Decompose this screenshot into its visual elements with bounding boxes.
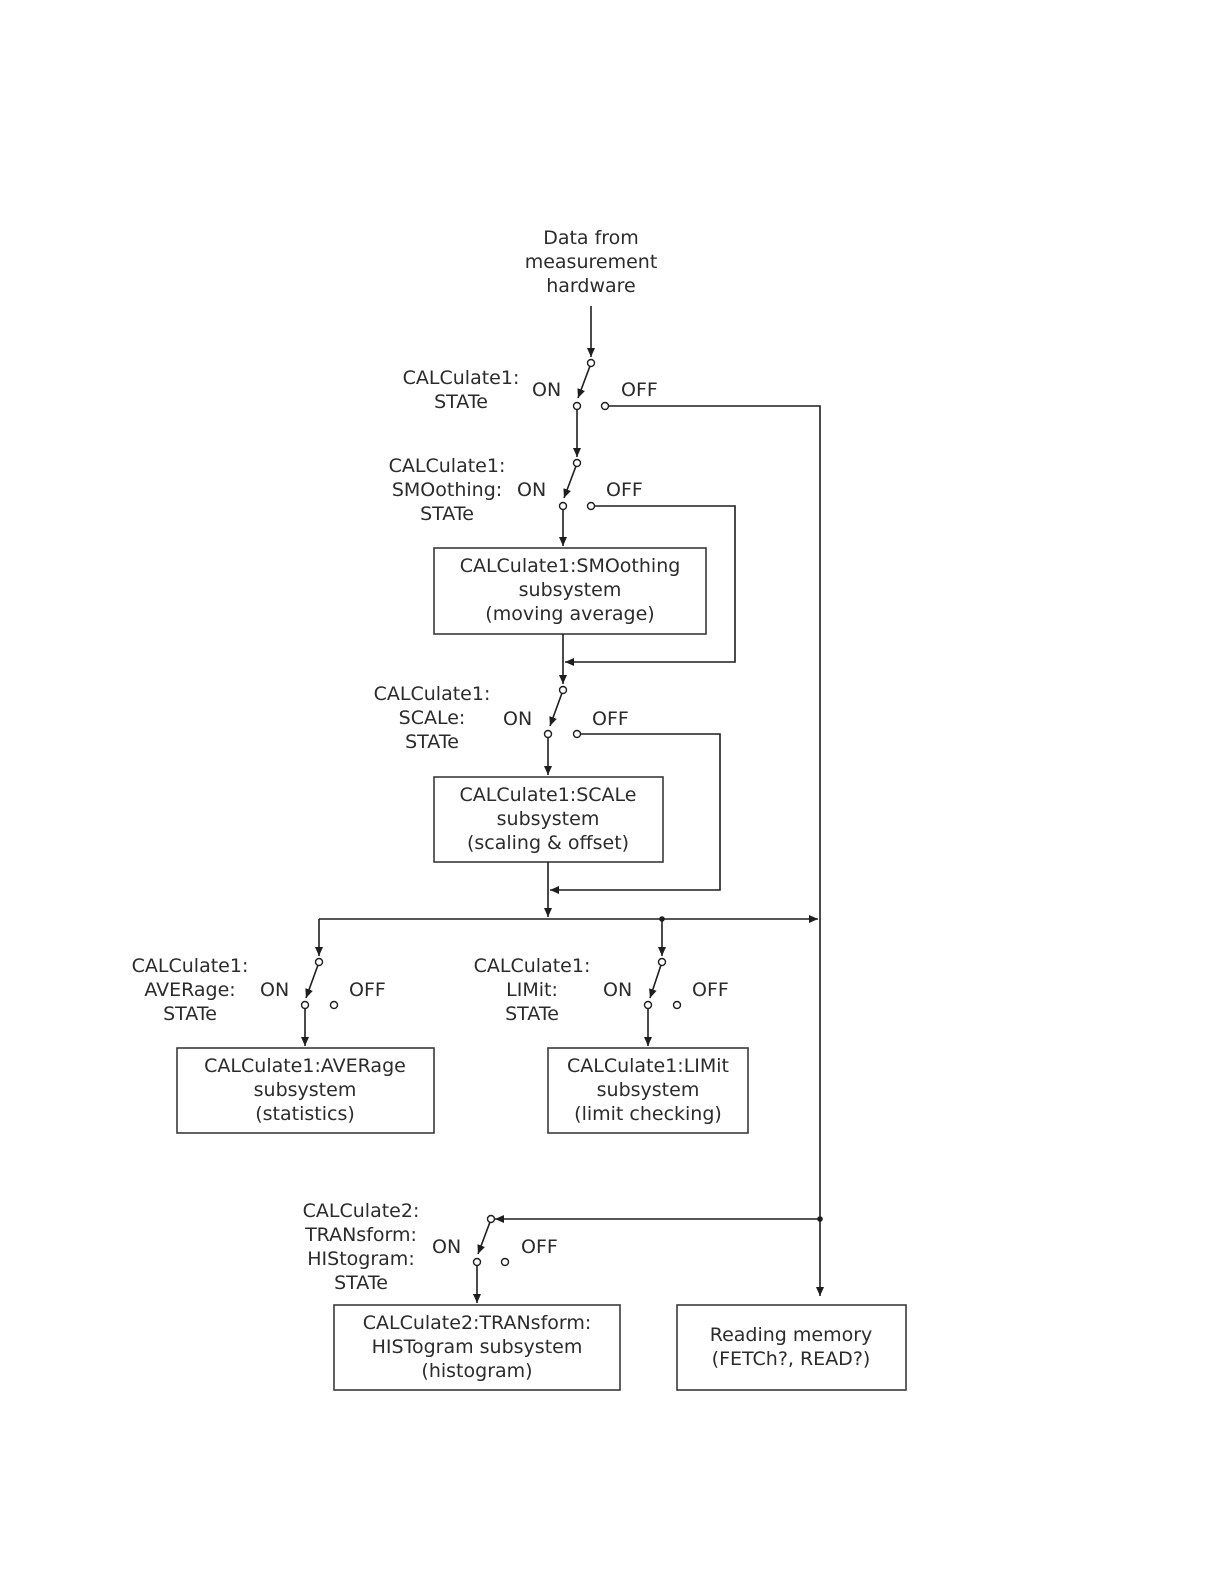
switch-off-terminal	[500, 1257, 510, 1267]
switch-label-line-1: CALCulate1:	[374, 683, 491, 705]
box-line-2: HISTogram subsystem	[372, 1336, 583, 1358]
scale-bypass-line	[550, 733, 721, 894]
switch-label-line-1: CALCulate1:	[403, 367, 520, 389]
off-label: OFF	[621, 379, 658, 401]
switch-label-line-1: CALCulate1:	[389, 455, 506, 477]
switch-label-line-1: CALCulate1:	[474, 955, 591, 977]
box-line-2: subsystem	[519, 579, 622, 601]
switch-label-line-2: SCALe:	[399, 707, 466, 729]
box-outline	[433, 776, 664, 863]
box-line-1: CALCulate1:LIMit	[567, 1055, 729, 1077]
average-subsystem-box: CALCulate1:AVERage subsystem (statistics…	[176, 1047, 435, 1134]
switch-off-terminal	[600, 401, 610, 411]
switch-off-terminal	[572, 729, 582, 739]
switch-off-terminal	[329, 1000, 339, 1010]
reading-memory-box: Reading memory (FETCh?, READ?)	[676, 1304, 907, 1391]
switch-input-terminal	[558, 685, 568, 695]
switch-scale-state: CALCulate1: SCALe: STATe ON OFF	[374, 683, 629, 753]
box-line-1: CALCulate1:SMOothing	[460, 555, 681, 577]
switch-on-terminal	[558, 501, 568, 511]
source-label: Data from measurement hardware	[525, 227, 658, 297]
box-line-1: CALCulate1:AVERage	[204, 1055, 406, 1077]
histogram-subsystem-box: CALCulate2:TRANsform: HISTogram subsyste…	[333, 1304, 621, 1391]
scale-subsystem-box: CALCulate1:SCALe subsystem (scaling & of…	[433, 776, 664, 863]
box-line-2: subsystem	[597, 1079, 700, 1101]
off-label: OFF	[521, 1236, 558, 1258]
box-outline	[676, 1304, 907, 1391]
switch-off-terminal	[672, 1000, 682, 1010]
box-line-2: subsystem	[254, 1079, 357, 1101]
switch-label-line-3: STATe	[163, 1003, 217, 1025]
switch-on-terminal	[643, 1000, 653, 1010]
switch-input-terminal	[572, 458, 582, 468]
box-line-1: Reading memory	[710, 1324, 873, 1346]
switch-label-line-3: STATe	[405, 731, 459, 753]
switch-label-line-2: SMOothing:	[392, 479, 502, 501]
switch-blade	[305, 964, 319, 999]
switch-smoothing-state: CALCulate1: SMOothing: STATe ON OFF	[389, 410, 643, 525]
switch-blade	[477, 1221, 491, 1255]
switch-on-terminal	[300, 1000, 310, 1010]
box-line-2: (FETCh?, READ?)	[712, 1348, 871, 1370]
on-label: ON	[432, 1236, 461, 1258]
switch-off-terminal	[586, 501, 596, 511]
switch-label-line-3: STATe	[420, 503, 474, 525]
box-line-1: CALCulate1:SCALe	[460, 784, 637, 806]
switch-label-line-2: LIMit:	[506, 979, 558, 1001]
on-label: ON	[532, 379, 561, 401]
switch-blade	[649, 964, 662, 999]
switch-average-state: CALCulate1: AVERage: STATe ON OFF	[132, 955, 386, 1025]
switch-label-line-3: STATe	[505, 1003, 559, 1025]
limit-subsystem-box: CALCulate1:LIMit subsystem (limit checki…	[547, 1047, 749, 1134]
switch-on-terminal	[572, 401, 582, 411]
switch-label-line-4: STATe	[334, 1272, 388, 1294]
switch-label-line-1: CALCulate1:	[132, 955, 249, 977]
switch-on-terminal	[543, 729, 553, 739]
source-line-1: Data from	[543, 227, 639, 249]
switch-label-line-2: TRANsform:	[304, 1224, 417, 1246]
on-label: ON	[603, 979, 632, 1001]
switch-on-terminal	[472, 1257, 482, 1267]
off-label: OFF	[692, 979, 729, 1001]
box-outline	[176, 1047, 435, 1134]
on-label: ON	[517, 479, 546, 501]
box-line-3: (statistics)	[255, 1103, 355, 1125]
switch-blade	[549, 692, 563, 727]
box-outline	[333, 1304, 621, 1391]
smoothing-bypass-line	[565, 505, 736, 666]
box-line-2: subsystem	[497, 808, 600, 830]
switch-blade	[563, 465, 577, 499]
switch-limit-state: CALCulate1: LIMit: STATe ON OFF	[474, 955, 729, 1025]
box-line-3: (scaling & offset)	[467, 832, 629, 854]
switch-label-line-2: AVERage:	[144, 979, 235, 1001]
smoothing-subsystem-box: CALCulate1:SMOothing subsystem (moving a…	[433, 547, 707, 635]
on-label: ON	[260, 979, 289, 1001]
off-label: OFF	[606, 479, 643, 501]
switch-label-line-3: HIStogram:	[307, 1248, 414, 1270]
switch-input-terminal	[657, 957, 667, 967]
box-line-3: (histogram)	[421, 1360, 532, 1382]
switch-blade	[577, 365, 591, 399]
box-line-3: (limit checking)	[574, 1103, 722, 1125]
off-label: OFF	[592, 708, 629, 730]
source-line-2: measurement	[525, 251, 658, 273]
switch-label-line-2: STATe	[434, 391, 488, 413]
box-outline	[547, 1047, 749, 1134]
box-line-1: CALCulate2:TRANsform:	[363, 1312, 592, 1334]
source-line-3: hardware	[546, 275, 636, 297]
switch-input-terminal	[314, 957, 324, 967]
switch-histogram-state: CALCulate2: TRANsform: HIStogram: STATe …	[303, 1200, 558, 1294]
box-line-3: (moving average)	[485, 603, 654, 625]
switch-label-line-1: CALCulate2:	[303, 1200, 420, 1222]
box-outline	[433, 547, 707, 635]
off-label: OFF	[349, 979, 386, 1001]
on-label: ON	[503, 708, 532, 730]
switch-input-terminal	[586, 358, 596, 368]
switch-input-terminal	[486, 1214, 496, 1224]
bypass-line-to-memory	[609, 405, 824, 1296]
switch-calculate1-state: CALCulate1: STATe ON OFF	[403, 306, 658, 413]
